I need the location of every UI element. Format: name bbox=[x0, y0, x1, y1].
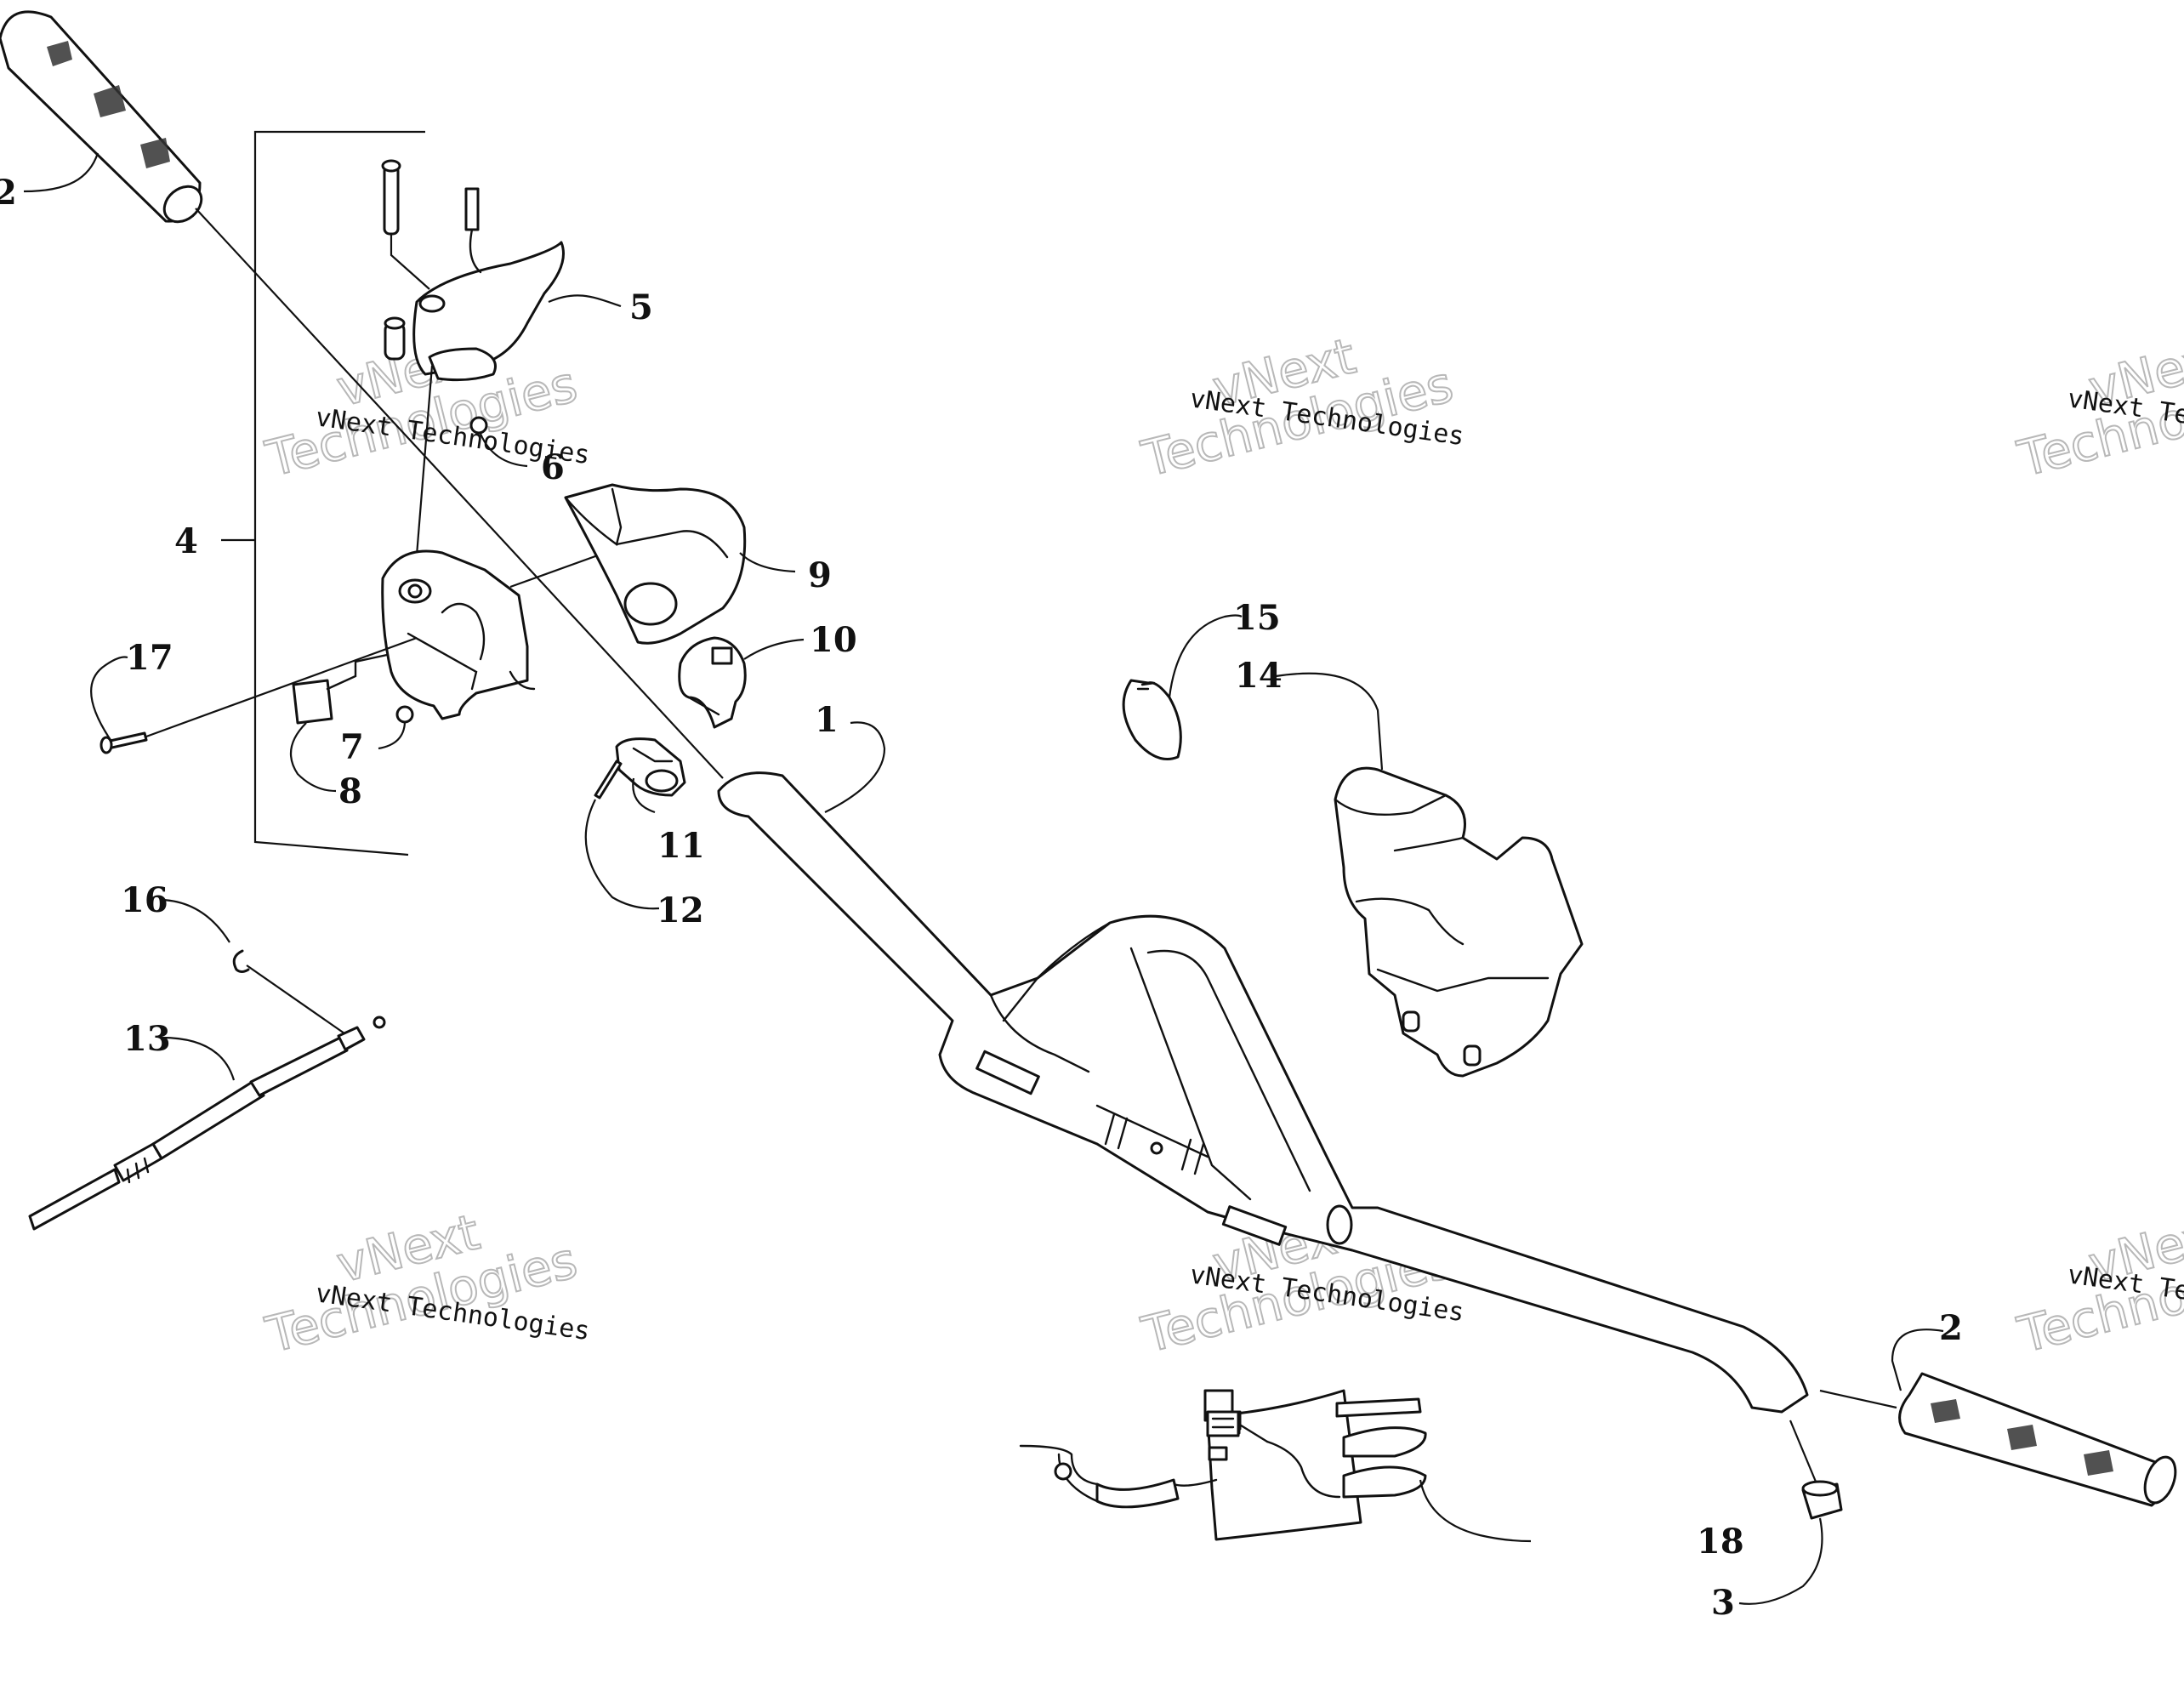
grip-axis-right bbox=[1819, 1389, 1897, 1409]
leader-8 bbox=[289, 722, 337, 793]
clip-axis bbox=[246, 964, 345, 1034]
callout-2-right: 2 bbox=[1939, 1308, 1963, 1348]
heater-lead-wire bbox=[1237, 1422, 1269, 1443]
callout-3: 3 bbox=[1711, 1583, 1735, 1623]
leader-14 bbox=[1275, 672, 1384, 771]
callout-9: 9 bbox=[808, 555, 832, 595]
throttle-cover-icon bbox=[564, 483, 747, 645]
leader-18 bbox=[1419, 1479, 1532, 1543]
callout-17: 17 bbox=[126, 638, 173, 678]
leader-13 bbox=[161, 1036, 236, 1081]
switch-plate-icon bbox=[292, 653, 389, 725]
mounting-clamp-icon bbox=[1334, 766, 1584, 1078]
leader-2-left bbox=[23, 152, 100, 193]
leader-17 bbox=[90, 656, 128, 741]
leader-1 bbox=[824, 721, 886, 813]
screw-axis bbox=[145, 636, 418, 738]
callout-11: 11 bbox=[657, 826, 705, 866]
callout-5: 5 bbox=[629, 287, 653, 327]
grip-icon bbox=[0, 10, 203, 224]
callout-labels: 1 2 2 3 4 5 6 7 8 9 10 11 12 13 14 15 16… bbox=[0, 173, 1963, 1623]
screw-icon bbox=[100, 731, 148, 754]
leader-7 bbox=[378, 721, 407, 750]
cable-icon bbox=[28, 1016, 386, 1231]
switch-clip-icon bbox=[615, 737, 686, 797]
leader-3 bbox=[1738, 1517, 1823, 1605]
leader-2-right bbox=[1891, 1329, 1944, 1391]
leader-6 bbox=[479, 433, 528, 468]
leader-15 bbox=[1168, 614, 1243, 698]
assembly-bracket bbox=[253, 130, 425, 856]
callout-18: 18 bbox=[1697, 1522, 1744, 1562]
callout-4: 4 bbox=[174, 521, 198, 561]
throttle-lever-icon bbox=[412, 187, 565, 382]
leader-9 bbox=[739, 552, 796, 573]
callout-15: 15 bbox=[1233, 598, 1281, 638]
watermark-2: vNext Technologies bbox=[1135, 326, 1459, 489]
end-cap-axis bbox=[1789, 1420, 1817, 1482]
callout-10: 10 bbox=[810, 620, 857, 660]
callout-6: 6 bbox=[541, 447, 565, 487]
leader-12 bbox=[584, 799, 660, 910]
callout-2-left: 2 bbox=[0, 173, 17, 213]
leader-5 bbox=[548, 294, 622, 308]
heater-connector-2pin-icon bbox=[1206, 1410, 1240, 1437]
leader-11 bbox=[632, 777, 656, 814]
pin-guide bbox=[390, 234, 430, 290]
callout-12: 12 bbox=[657, 890, 704, 930]
handlebar-icon bbox=[717, 771, 1809, 1414]
heater-lead-wire bbox=[1265, 1440, 1341, 1499]
washer-icon bbox=[469, 416, 488, 435]
leader-10 bbox=[743, 638, 805, 660]
band-clamp-icon bbox=[1122, 679, 1182, 760]
cable-fitting-icon bbox=[678, 636, 747, 729]
clip-icon bbox=[395, 705, 414, 724]
callout-1: 1 bbox=[815, 700, 839, 740]
pin-icon bbox=[381, 159, 401, 236]
callout-16: 16 bbox=[121, 880, 168, 920]
lever-pivot-axis bbox=[412, 365, 434, 588]
leader-16 bbox=[161, 898, 230, 943]
grip-icon bbox=[1898, 1372, 2177, 1507]
small-screw-icon bbox=[594, 760, 623, 799]
throttle-block-icon bbox=[381, 549, 536, 720]
callout-7: 7 bbox=[340, 727, 364, 767]
bushing-icon bbox=[384, 316, 406, 361]
cable-clip-icon bbox=[232, 949, 250, 973]
callout-13: 13 bbox=[123, 1019, 171, 1059]
callout-14: 14 bbox=[1235, 656, 1283, 696]
end-cap-icon bbox=[1801, 1480, 1843, 1520]
assembly-axis-left bbox=[195, 208, 724, 779]
callout-8: 8 bbox=[338, 771, 362, 811]
